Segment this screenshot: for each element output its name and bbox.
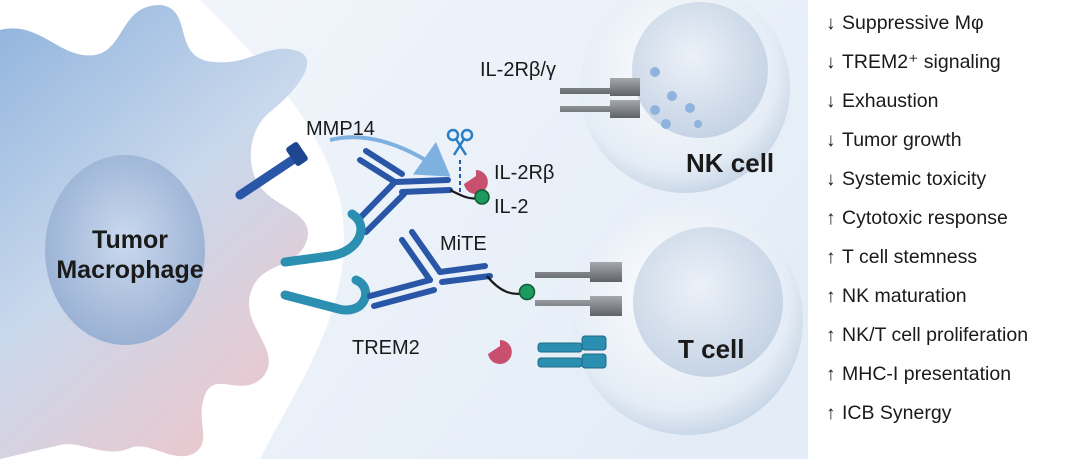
il2-cytokine-icon-upper [474, 189, 490, 205]
il2rb-blocker-icon [464, 170, 488, 194]
effect-text: Suppressive Mφ [842, 12, 984, 34]
effect-text: NK/T cell proliferation [842, 324, 1029, 346]
effect-item: ↑ NK/T cell proliferation [826, 320, 1080, 359]
il2rbg-label: IL-2Rβ/γ [480, 59, 556, 81]
effect-item: ↓ Systemic toxicity [826, 164, 1080, 203]
effect-text: Exhaustion [842, 90, 939, 112]
cleavage-arrow [329, 135, 451, 177]
nk-cell-label: NK cell [686, 148, 774, 178]
trem2-label: TREM2 [352, 337, 420, 359]
arrow-down-icon: ↓ [826, 130, 836, 151]
t-cell-label: T cell [678, 334, 744, 364]
tcr-receptor-icon [537, 335, 607, 369]
arrow-up-icon: ↑ [826, 403, 836, 424]
il2rbg-receptor-nk [560, 78, 640, 118]
effect-text: Tumor growth [842, 129, 962, 151]
il2rb-label: IL-2Rβ [494, 162, 554, 184]
effect-text: TREM2⁺ signaling [842, 51, 1001, 73]
tumor-macrophage-cell [0, 5, 309, 459]
il2-cytokine-icon-lower [518, 283, 536, 301]
mite-label: MiTE [440, 233, 487, 255]
arrow-down-icon: ↓ [826, 52, 836, 73]
mite-antibody-lower [367, 229, 493, 309]
mmp14-label: MMP14 [306, 118, 375, 140]
il2-label: IL-2 [494, 196, 528, 218]
arrow-down-icon: ↓ [826, 91, 836, 112]
effect-text: NK maturation [842, 285, 967, 307]
nk-granules [650, 67, 702, 129]
effect-text: T cell stemness [842, 246, 978, 268]
arrow-down-icon: ↓ [826, 169, 836, 190]
trem2-receptor-upper [280, 209, 366, 267]
nk-cell [580, 0, 790, 193]
effect-item: ↓ TREM2⁺ signaling [826, 47, 1080, 86]
arrow-up-icon: ↑ [826, 286, 836, 307]
effect-text: Systemic toxicity [842, 168, 987, 190]
trem2-receptor-lower [280, 275, 371, 315]
effect-item: ↓ Exhaustion [826, 86, 1080, 125]
effect-item: ↓ Tumor growth [826, 125, 1080, 164]
effect-item: ↑ NK maturation [826, 281, 1080, 320]
mmp14-protein-icon [235, 142, 308, 200]
effect-text: Cytotoxic response [842, 207, 1008, 229]
effect-item: ↑ T cell stemness [826, 242, 1080, 281]
mite-antibody-upper [355, 148, 453, 235]
effect-item: ↑ ICB Synergy [826, 398, 1080, 437]
tumor-macrophage-label-line1: Tumor [92, 226, 168, 254]
effect-text: MHC-I presentation [842, 363, 1012, 385]
effect-item: ↑ Cytotoxic response [826, 203, 1080, 242]
arrow-up-icon: ↑ [826, 325, 836, 346]
scissors-icon [446, 128, 474, 156]
t-cell [573, 205, 803, 435]
arrow-down-icon: ↓ [826, 13, 836, 34]
arrow-up-icon: ↑ [826, 247, 836, 268]
arrow-up-icon: ↑ [826, 364, 836, 385]
il2rbg-receptor-tcell [535, 262, 622, 316]
free-il2rb-icon [488, 340, 512, 364]
effects-list: ↓ Suppressive Mφ ↓ TREM2⁺ signaling ↓ Exhaust… [826, 8, 1080, 437]
macrophage-nucleus [45, 155, 205, 345]
arrow-up-icon: ↑ [826, 208, 836, 229]
effect-item: ↑ MHC-I presentation [826, 359, 1080, 398]
tumor-macrophage-label-line2: Macrophage [56, 256, 203, 284]
effect-text: ICB Synergy [842, 402, 952, 424]
effect-item: ↓ Suppressive Mφ [826, 8, 1080, 47]
